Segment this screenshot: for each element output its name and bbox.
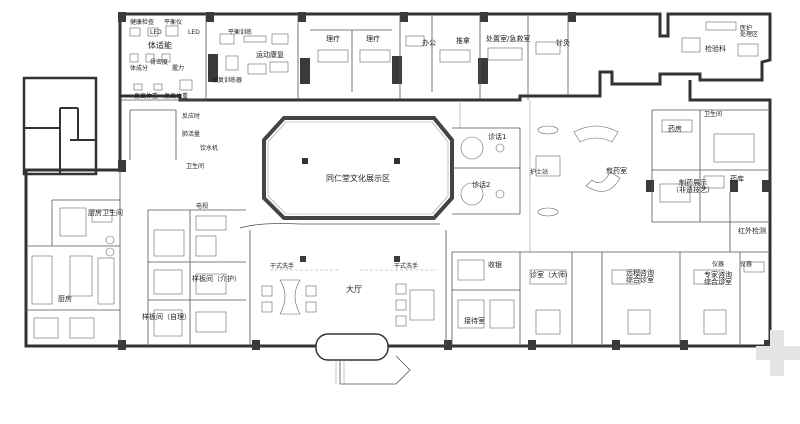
lobby-lines: [239, 223, 447, 385]
left-annex: [22, 76, 98, 176]
left-wing: [26, 170, 246, 346]
plus-symbol: [756, 330, 800, 376]
lobby-furniture: [261, 279, 435, 327]
top-row-furniture: [129, 21, 759, 91]
axis-lines: [459, 100, 531, 252]
right-wing-furniture: [457, 119, 765, 335]
left-wing-furniture: [31, 207, 227, 339]
exhibition-hall: [262, 116, 454, 220]
top-row-partitions: [120, 14, 569, 160]
right-wing: [451, 109, 770, 346]
